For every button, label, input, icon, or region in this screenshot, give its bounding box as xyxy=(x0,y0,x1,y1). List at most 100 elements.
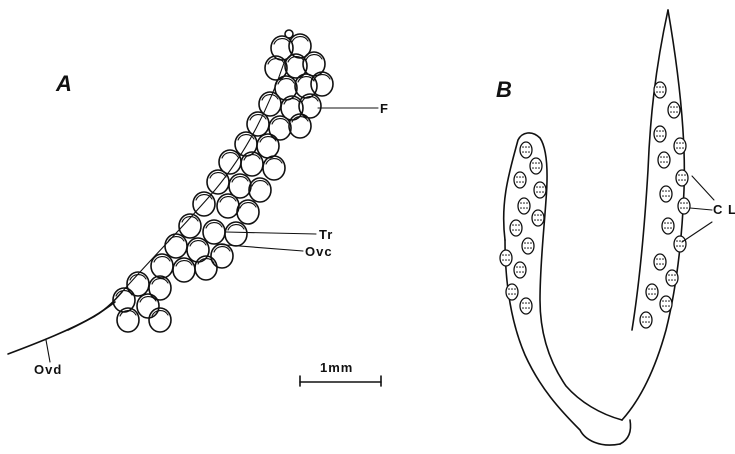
stipple-dot xyxy=(674,274,676,276)
stipple-dot xyxy=(665,190,667,192)
stipple-dot xyxy=(676,240,678,242)
stipple-dot xyxy=(523,202,525,204)
stipple-dot xyxy=(662,86,664,88)
stipple-dot xyxy=(537,214,539,216)
stipple-dot xyxy=(659,258,661,260)
follicle-arc xyxy=(292,37,308,42)
corpus-luteum xyxy=(678,198,690,214)
stipple-dot xyxy=(664,227,666,229)
corpus-luteum xyxy=(654,126,666,142)
stipple-dot xyxy=(508,254,510,256)
stipple-dot xyxy=(535,162,537,164)
stipple-dot xyxy=(527,242,529,244)
follicle-arc xyxy=(306,55,322,60)
follicle xyxy=(151,254,173,278)
stipple-dot xyxy=(662,263,664,265)
stipple-dot xyxy=(654,293,656,295)
stipple-dot xyxy=(668,279,670,281)
stipple-dot xyxy=(676,245,678,247)
stipple-dot xyxy=(532,162,534,164)
corpus-luteum xyxy=(640,312,652,328)
follicle xyxy=(237,200,259,224)
stipple-dot xyxy=(670,227,672,229)
stipple-dot xyxy=(519,271,521,273)
stipple-dot xyxy=(659,86,661,88)
stipple-dot xyxy=(670,111,672,113)
stipple-dot xyxy=(683,202,685,204)
corpus-luteum xyxy=(506,284,518,300)
stipple-dot xyxy=(663,161,665,163)
stipple-dot xyxy=(682,142,684,144)
corpus-luteum xyxy=(654,254,666,270)
stipple-dot xyxy=(665,305,667,307)
panel-b-drawing xyxy=(500,10,690,445)
label-ovd: Ovd xyxy=(34,362,62,377)
corpus-luteum xyxy=(660,296,672,312)
follicle-arc xyxy=(152,279,168,284)
stipple-dot xyxy=(511,293,513,295)
follicle xyxy=(269,116,291,140)
stipple-dot xyxy=(662,130,664,132)
stipple-dot xyxy=(662,190,664,192)
stipple-dot xyxy=(522,176,524,178)
stipple-dot xyxy=(540,219,542,221)
stipple-dot xyxy=(518,229,520,231)
follicle xyxy=(149,308,171,332)
stipple-dot xyxy=(670,106,672,108)
stipple-dot xyxy=(660,156,662,158)
stipple-dot xyxy=(524,247,526,249)
stipple-dot xyxy=(654,288,656,290)
stipple-dot xyxy=(676,111,678,113)
stipple-dot xyxy=(539,186,541,188)
stipple-dot xyxy=(683,207,685,209)
stipple-dot xyxy=(678,179,680,181)
leader-cl-2 xyxy=(690,208,712,210)
stipple-dot xyxy=(508,259,510,261)
corpus-luteum xyxy=(662,218,674,234)
follicle xyxy=(257,134,279,158)
follicle xyxy=(311,72,333,96)
stipple-dot xyxy=(663,156,665,158)
stipple-dot xyxy=(511,288,513,290)
follicle xyxy=(195,256,217,280)
leader-tr xyxy=(226,232,316,234)
follicle xyxy=(289,114,311,138)
stipple-dot xyxy=(508,293,510,295)
stipple-dot xyxy=(664,222,666,224)
follicle xyxy=(241,152,263,176)
stipple-dot xyxy=(515,224,517,226)
follicle-arc xyxy=(206,223,222,228)
corpus-luteum xyxy=(676,170,688,186)
stipple-dot xyxy=(520,207,522,209)
stipple-dot xyxy=(648,293,650,295)
stipple-dot xyxy=(530,242,532,244)
corpus-luteum xyxy=(514,172,526,188)
stipple-dot xyxy=(662,195,664,197)
stipple-dot xyxy=(540,214,542,216)
stipple-dot xyxy=(656,86,658,88)
stipple-dot xyxy=(526,207,528,209)
stipple-dot xyxy=(537,219,539,221)
stipple-dot xyxy=(680,202,682,204)
label-ovc: Ovc xyxy=(305,244,333,259)
stipple-dot xyxy=(686,202,688,204)
stipple-dot xyxy=(542,191,544,193)
leader-cl-1 xyxy=(692,176,714,200)
follicle-arc xyxy=(266,159,282,164)
corpus-luteum xyxy=(646,284,658,300)
follicle-arc xyxy=(274,39,290,44)
corpus-luteum xyxy=(518,198,530,214)
follicle-arc xyxy=(252,181,268,186)
stipple-dot xyxy=(667,227,669,229)
follicle-arc xyxy=(240,203,256,208)
stipple-dot xyxy=(656,263,658,265)
stipple-dot xyxy=(676,106,678,108)
stipple-dot xyxy=(671,279,673,281)
follicle-arc xyxy=(154,257,170,262)
stipple-dot xyxy=(522,302,524,304)
stipple-dot xyxy=(519,176,521,178)
stipple-dot xyxy=(656,135,658,137)
follicle-arc xyxy=(220,197,236,202)
stipple-dot xyxy=(505,259,507,261)
stipple-dot xyxy=(508,288,510,290)
